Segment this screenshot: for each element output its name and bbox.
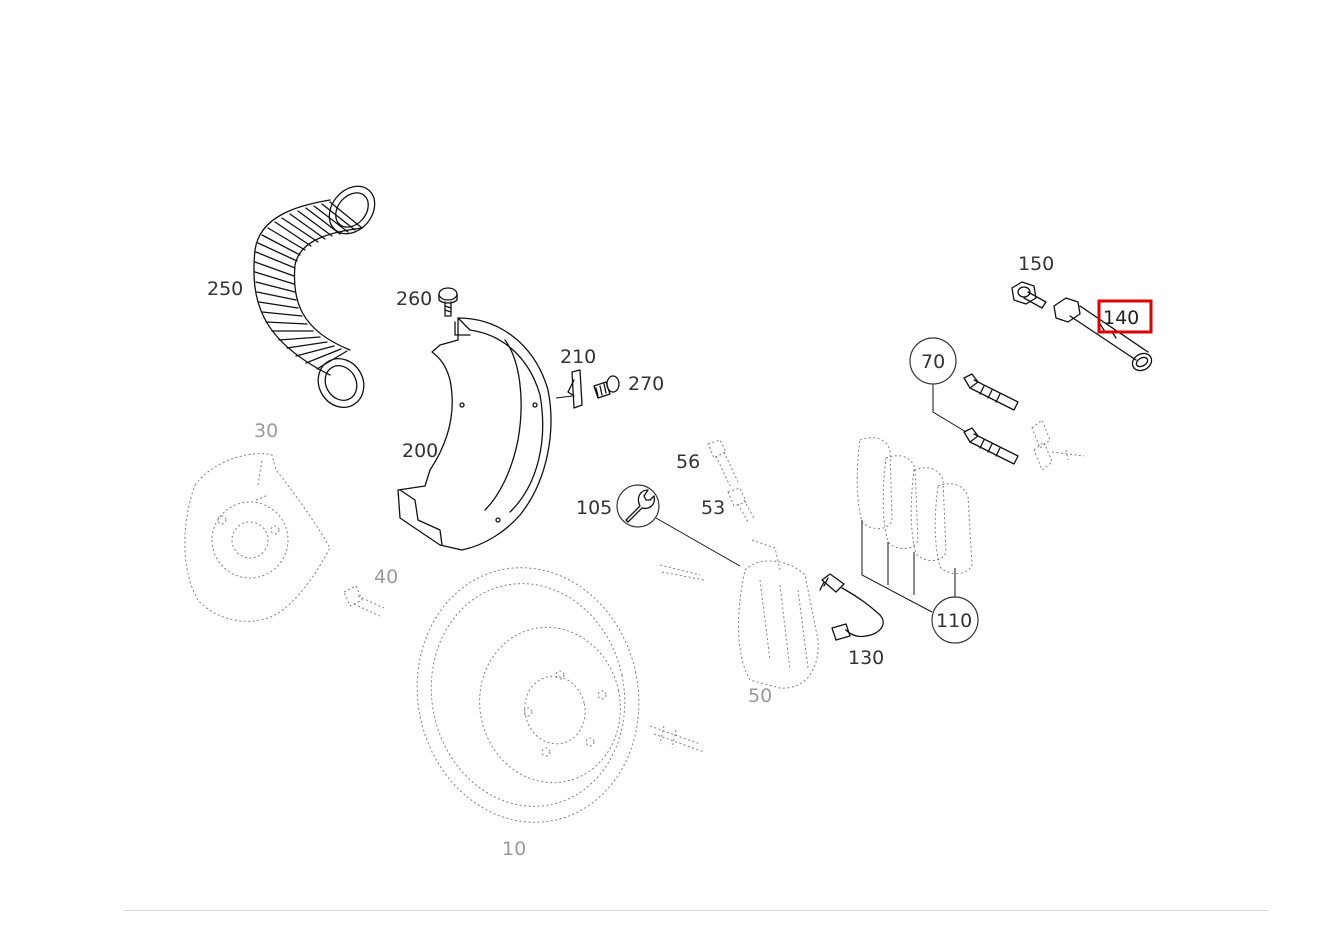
part-270-bolt[interactable] — [593, 375, 620, 399]
footer-divider — [124, 910, 1268, 911]
wrench-icon-circle — [616, 484, 660, 528]
label-70[interactable]: 70 — [921, 351, 945, 373]
label-130[interactable]: 130 — [848, 647, 884, 669]
label-10[interactable]: 10 — [502, 838, 526, 860]
label-270[interactable]: 270 — [628, 373, 664, 395]
part-56-bleeder-cap[interactable] — [707, 439, 739, 487]
label-260[interactable]: 260 — [396, 288, 432, 310]
part-210-bracket[interactable] — [555, 369, 583, 409]
part-10-brake-disc[interactable] — [394, 547, 705, 843]
label-40[interactable]: 40 — [374, 566, 398, 588]
part-110-brake-pads[interactable] — [856, 437, 973, 613]
label-105[interactable]: 105 — [576, 497, 612, 519]
part-260-screw[interactable] — [438, 287, 458, 317]
label-210[interactable]: 210 — [560, 346, 596, 368]
part-30-backing-plate[interactable] — [184, 453, 331, 622]
callout-circle-110 — [931, 596, 979, 644]
label-110[interactable]: 110 — [936, 610, 972, 632]
part-200-splash-shield[interactable] — [397, 317, 552, 551]
label-250[interactable]: 250 — [207, 278, 243, 300]
part-250-cooling-hose[interactable] — [253, 177, 384, 415]
label-200[interactable]: 200 — [402, 440, 438, 462]
highlight-box — [1097, 299, 1153, 334]
part-105-service-kit[interactable] — [616, 484, 741, 567]
part-50-brake-caliper[interactable] — [659, 539, 819, 689]
label-30[interactable]: 30 — [254, 420, 278, 442]
wrench-icon — [625, 489, 656, 523]
callout-circle-70 — [909, 337, 957, 385]
part-70-faint-bushings — [1031, 419, 1085, 471]
label-56[interactable]: 56 — [676, 451, 700, 473]
part-130-wear-sensor[interactable] — [819, 573, 884, 641]
part-70-caliper-bolts[interactable] — [932, 373, 1019, 465]
label-150[interactable]: 150 — [1018, 253, 1054, 275]
label-53[interactable]: 53 — [701, 497, 725, 519]
label-50[interactable]: 50 — [748, 685, 772, 707]
part-40-screw[interactable] — [343, 585, 385, 617]
part-53-bleeder-screw[interactable] — [727, 487, 755, 523]
part-140-guide-pin[interactable] — [1053, 297, 1155, 374]
label-140[interactable]: 140 — [1103, 307, 1139, 329]
part-150-cap[interactable] — [1011, 281, 1047, 309]
